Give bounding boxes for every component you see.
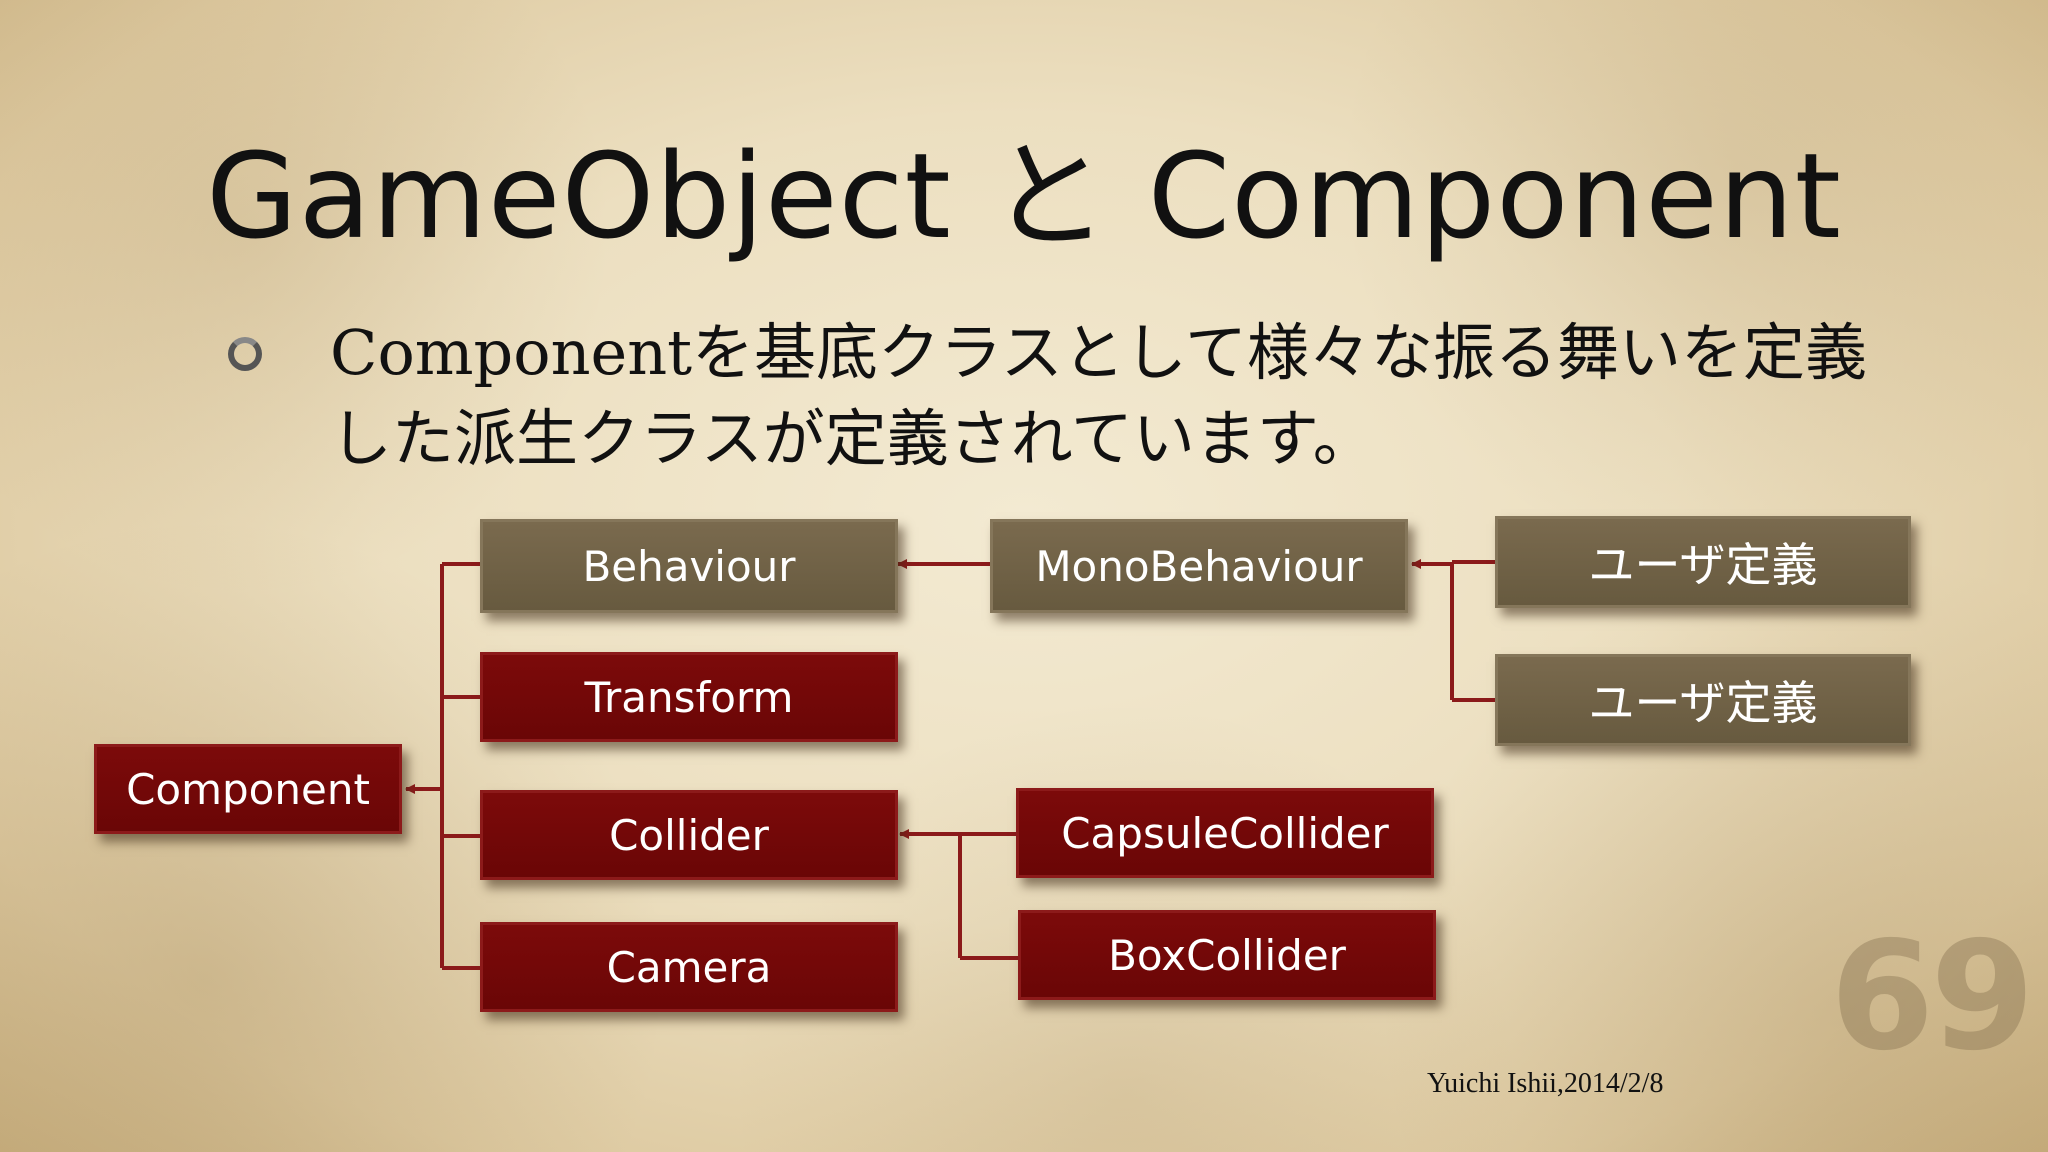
bullet-text: Componentを基底クラスとして様々な振る舞いを定義した派生クラスが定義され… — [330, 316, 1867, 475]
bullet-circle-icon — [228, 337, 262, 371]
user-defined-branch-lines — [1411, 559, 1495, 702]
collider-branch-lines — [899, 829, 1018, 960]
node-component: Component — [94, 744, 402, 834]
node-capsule-collider: CapsuleCollider — [1016, 788, 1434, 878]
page-number: 69 — [1830, 910, 2035, 1084]
node-behaviour: Behaviour — [480, 519, 898, 613]
slide-title: GameObject と Component — [206, 127, 1842, 265]
node-user-defined-1: ユーザ定義 — [1495, 516, 1911, 608]
node-camera: Camera — [480, 922, 898, 1012]
node-monobehaviour: MonoBehaviour — [990, 519, 1408, 613]
node-user-defined-2: ユーザ定義 — [1495, 654, 1911, 746]
component-branch-lines — [405, 562, 480, 970]
node-collider: Collider — [480, 790, 898, 880]
credit-text: Yuichi Ishii,2014/2/8 — [1427, 1068, 1664, 1099]
node-transform: Transform — [480, 652, 898, 742]
node-box-collider: BoxCollider — [1018, 910, 1436, 1000]
